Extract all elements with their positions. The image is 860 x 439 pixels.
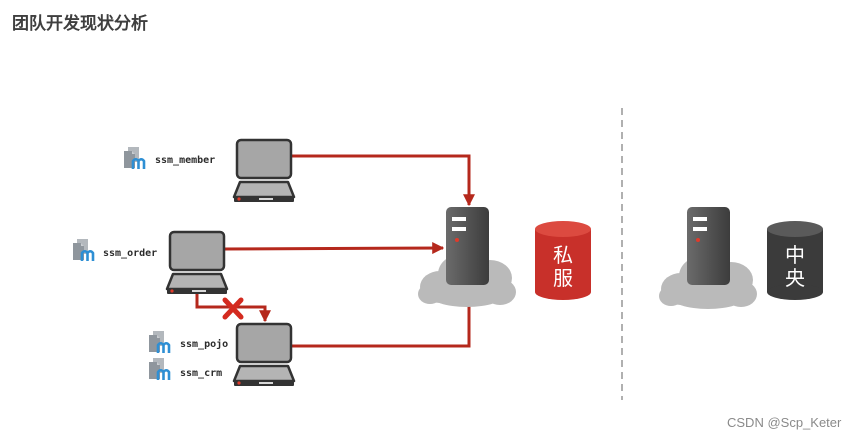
central-repo-cylinder: 中 央 [767, 221, 823, 300]
maven-project-icon [71, 237, 95, 263]
watermark: CSDN @Scp_Keter [727, 415, 842, 430]
server-icon [687, 207, 730, 285]
maven-project-icon [147, 356, 171, 382]
computer-ssm-member [232, 138, 296, 204]
maven-project-icon [147, 329, 171, 355]
connection-arrows [195, 154, 475, 348]
private-repo-label-2: 服 [553, 266, 573, 290]
computer-ssm-order [165, 230, 229, 296]
project-label-pojo: ssm_pojo [180, 338, 228, 350]
project-label-crm: ssm_crm [180, 368, 222, 379]
arrow-order-to-server [222, 242, 445, 255]
private-repo-cylinder: 私 服 [535, 221, 591, 300]
maven-project-icon [122, 145, 146, 171]
project-label-order: ssm_order [103, 248, 157, 259]
central-repo-label-2: 央 [785, 266, 805, 290]
private-repo-label-1: 私 [553, 243, 573, 267]
blocked-x-icon [222, 297, 244, 320]
central-repo-label-1: 中 [785, 243, 805, 267]
project-label-member: ssm_member [155, 155, 215, 166]
computer-ssm-pojo-crm [232, 322, 296, 388]
server-icon [446, 207, 489, 285]
page-title: 团队开发现状分析 [12, 13, 148, 34]
arrow-member-to-server [291, 154, 475, 207]
arrow-pojo-to-server [291, 286, 475, 348]
